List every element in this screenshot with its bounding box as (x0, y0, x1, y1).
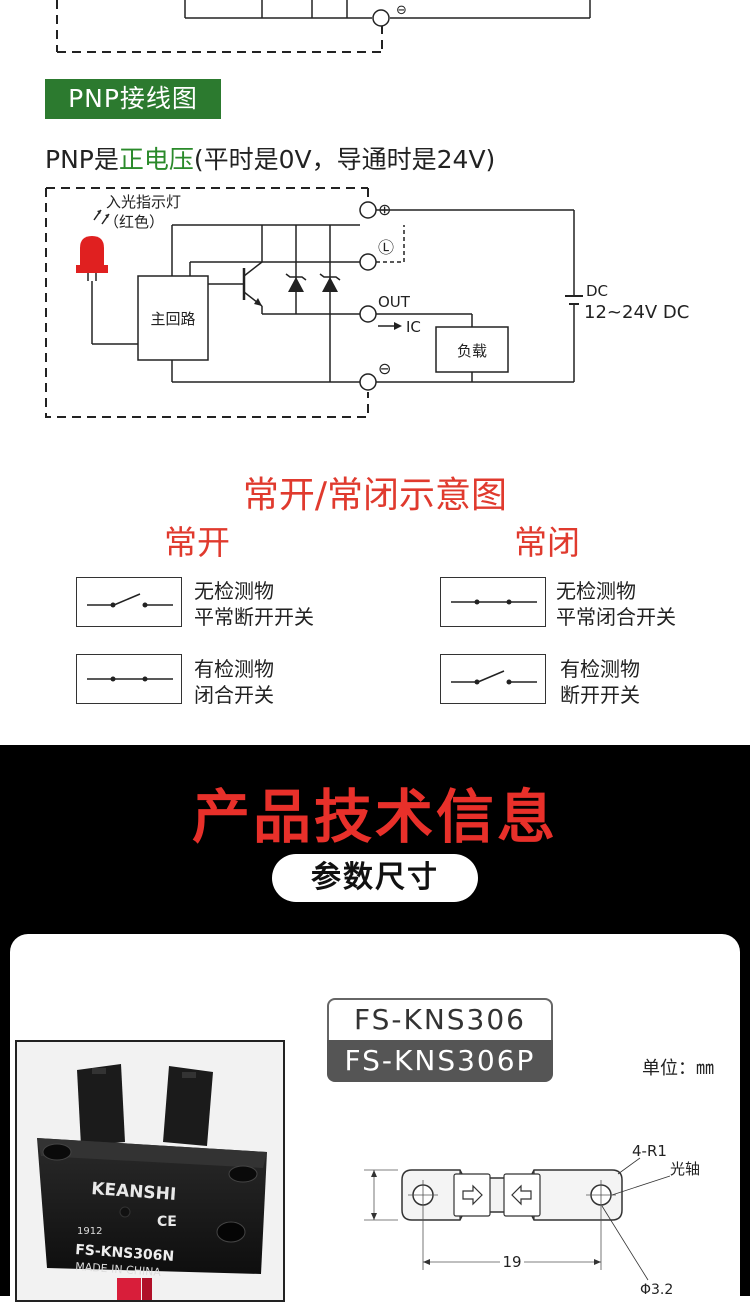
open-switch-icon (87, 593, 173, 608)
voltage-label: 12~24V DC (584, 302, 689, 323)
unit-label: 单位：㎜ (642, 1058, 714, 1079)
out-terminal-label: OUT (378, 293, 411, 311)
npn-diagram-remnant: ⊖ (56, 0, 591, 53)
npn-minus-terminal: ⊖ (396, 3, 407, 18)
no-item-2-line2: 闭合开关 (194, 683, 274, 707)
led-indicator-icon (76, 236, 138, 345)
product-photo-frame: KEANSHI CE 1912 FS-KNS306N MADE IN CHINA (15, 1040, 285, 1302)
width-dimension: 19 (502, 1253, 521, 1271)
date-code: 1912 (77, 1226, 102, 1237)
indicator-label: 入光指示灯 (106, 193, 181, 211)
pnp-subtitle-suffix: (平时是0V，导通时是24V) (193, 145, 496, 174)
radius-dimension: 4-R1 (632, 1142, 667, 1160)
load-label: 负载 (457, 342, 487, 360)
no-item-2-line1: 有检测物 (194, 657, 274, 681)
indicator-color-label: （红色） (104, 213, 164, 231)
wiring-section: ⊖ PNP接线图 PNP是正电压(平时是0V，导通时是24V) 入光指示灯 （红… (45, 0, 690, 708)
product-title: 产品技术信息 (191, 783, 558, 851)
nc-item-2-line2: 断开开关 (560, 683, 640, 707)
l-terminal: Ⓛ (378, 238, 394, 257)
model-label-1: FS-KNS306 (327, 998, 553, 1040)
closed-switch-icon (87, 676, 173, 682)
no-title: 常开 (164, 523, 230, 562)
no-item-1-text: 无检测物 平常断开开关 (194, 578, 314, 630)
pnp-subtitle-prefix: PNP是 (45, 145, 119, 174)
arrow-right-icon (462, 1184, 483, 1206)
pnp-wiring-diagram: 入光指示灯 （红色） 主回路 ⊕ Ⓛ O (45, 187, 689, 418)
minus-terminal: ⊖ (378, 359, 391, 378)
main-circuit-label: 主回路 (150, 310, 195, 328)
nc-open-switch-box (440, 654, 546, 704)
closed-switch-icon (451, 599, 537, 605)
nc-closed-switch-box (440, 577, 546, 627)
nc-item-2-text: 有检测物 断开开关 (560, 656, 640, 708)
ic-label: IC (406, 318, 421, 336)
nc-item-2-line1: 有检测物 (560, 657, 640, 681)
pnp-subtitle-highlight: 正电压 (118, 145, 194, 174)
model-label-2: FS-KNS306P (327, 1040, 553, 1082)
no-closed-switch-box (76, 654, 182, 704)
axis-label: 光轴 (670, 1160, 700, 1178)
arrow-left-icon (511, 1184, 532, 1206)
dc-label: DC (586, 282, 608, 300)
spec-pill: 参数尺寸 (272, 854, 478, 902)
nc-item-1-line1: 无检测物 (556, 579, 636, 603)
no-open-switch-box (76, 577, 182, 627)
nc-title: 常闭 (514, 523, 580, 562)
dimension-drawing: 19 4-R1 光轴 Φ3.2 (364, 1142, 700, 1296)
no-item-1-line1: 无检测物 (194, 579, 274, 603)
open-switch-icon (451, 670, 537, 685)
nc-item-1-line2: 平常闭合开关 (556, 605, 676, 629)
light-arrows-icon (93, 209, 110, 225)
made-in-label: MADE IN CHINA (75, 1260, 162, 1279)
pnp-tag: PNP接线图 (45, 79, 221, 119)
ce-mark: CE (157, 1214, 177, 1230)
no-item-2-text: 有检测物 闭合开关 (194, 656, 274, 708)
no-item-1-line2: 平常断开开关 (194, 605, 314, 629)
pnp-subtitle: PNP是正电压(平时是0V，导通时是24V) (45, 140, 495, 176)
sensor-photo: KEANSHI CE 1912 FS-KNS306N MADE IN CHINA (37, 1064, 267, 1300)
nc-item-1-text: 无检测物 平常闭合开关 (556, 578, 676, 630)
switch-section-title: 常开/常闭示意图 (242, 475, 508, 516)
sensor-model-label: FS-KNS306N (75, 1242, 175, 1265)
hole-dimension: Φ3.2 (640, 1282, 673, 1296)
